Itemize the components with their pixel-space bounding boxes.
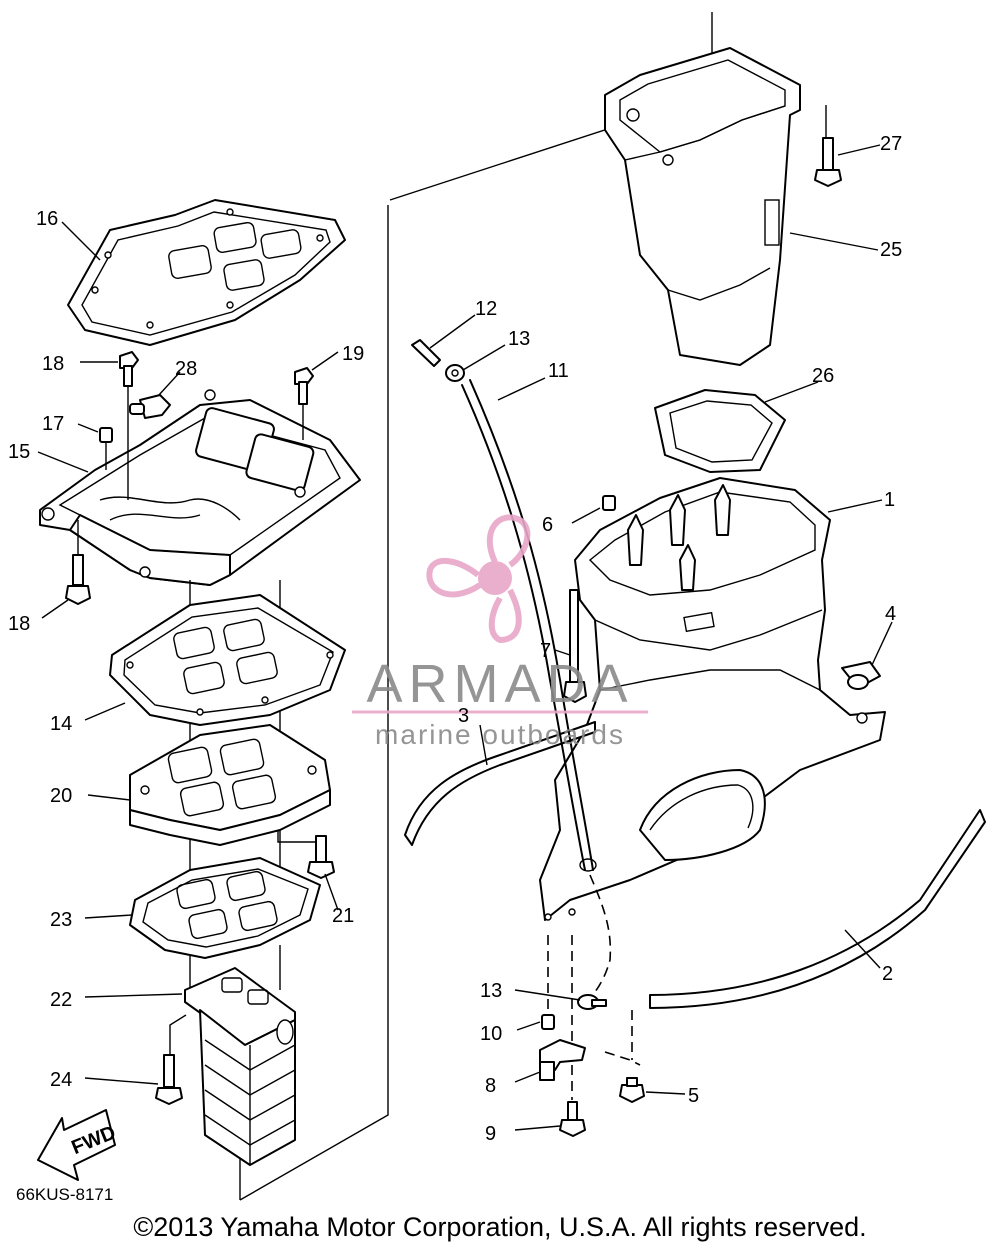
- callout-16: 17: [42, 413, 64, 435]
- gasket-14: [109, 594, 346, 726]
- callout-10: 10: [480, 1023, 502, 1045]
- leader-lines: [37, 144, 893, 1131]
- watermark-brand: ARMADA: [366, 654, 633, 714]
- copyright-notice: ©2013 Yamaha Motor Corporation, U.S.A. A…: [133, 1212, 867, 1242]
- callout-8: 8: [485, 1075, 496, 1097]
- seal-strip-3: [404, 721, 596, 846]
- callout-13-top: 13: [508, 328, 530, 350]
- seal-26: [654, 389, 786, 473]
- bolt-7: [563, 589, 587, 703]
- upper-casing-1: [539, 477, 886, 921]
- callout-5: 5: [688, 1085, 699, 1107]
- clamp-13-top: [445, 364, 465, 382]
- callout-17: 16: [36, 208, 58, 230]
- dowel-10: [541, 1014, 555, 1030]
- callout-27: 27: [880, 133, 902, 155]
- bolt-21: [307, 835, 335, 879]
- callout-24: 24: [50, 1069, 72, 1091]
- callout-7: 7: [540, 640, 551, 662]
- dowel-6: [602, 495, 616, 511]
- diagram-part-code: 66KUS-8171: [16, 1185, 114, 1204]
- callout-labels: 16 18 19 28 17 15 18 14 20 21 23 22 24 1…: [8, 133, 902, 1145]
- callout-15: 15: [8, 441, 30, 463]
- callout-19: 19: [342, 343, 364, 365]
- callout-11: 11: [548, 360, 569, 382]
- upper-casing-25: [604, 47, 801, 366]
- callout-18-top: 18: [42, 353, 64, 375]
- bolt-18-top: [119, 351, 139, 500]
- exhaust-manifold-20: [129, 724, 331, 846]
- fitting-28: [129, 394, 171, 419]
- callout-13-bottom: 13: [480, 980, 502, 1002]
- callout-23: 23: [50, 909, 72, 931]
- callout-22: 22: [50, 989, 72, 1011]
- exhaust-guide-15: [39, 389, 361, 586]
- bolt-5: [604, 1051, 645, 1103]
- bracket-8: [539, 1039, 586, 1081]
- grommet-4: [841, 661, 881, 690]
- dowel-16: [99, 427, 113, 470]
- callout-9: 9: [485, 1123, 496, 1145]
- callout-26: 26: [812, 365, 834, 387]
- callout-12: 12: [475, 298, 497, 320]
- gasket-17: [67, 199, 346, 346]
- exhaust-pipe-22: [184, 967, 296, 1166]
- callout-14: 14: [50, 713, 72, 735]
- callout-20: 20: [50, 785, 72, 807]
- watermark-tagline: marine outboards: [375, 719, 625, 750]
- callout-25: 25: [880, 239, 902, 261]
- callout-3: 3: [458, 705, 469, 727]
- bolt-18-bottom: [65, 520, 91, 605]
- gasket-23: [129, 857, 321, 959]
- bolt-9: [559, 1101, 586, 1137]
- propeller-logo-icon: [426, 514, 531, 644]
- fitting-12: [411, 339, 441, 367]
- callout-21: 21: [332, 905, 354, 927]
- fwd-arrow: FWD: [37, 1109, 119, 1181]
- bolt-19: [294, 367, 314, 440]
- callout-28: 28: [175, 358, 197, 380]
- exploded-view-drawing: FWD: [8, 12, 986, 1201]
- armada-watermark: ARMADA marine outboards: [352, 514, 648, 750]
- seal-strip-2: [649, 809, 986, 1009]
- callout-18-bottom: 18: [8, 613, 30, 635]
- callout-2: 2: [882, 963, 893, 985]
- clamp-13-bottom: [577, 994, 607, 1010]
- lower-guides: [547, 935, 633, 1100]
- callout-4: 4: [885, 603, 896, 625]
- bolt-24: [155, 1054, 183, 1105]
- bolt-27: [814, 137, 842, 187]
- hose-11: [461, 379, 612, 993]
- callout-6: 6: [542, 514, 553, 536]
- callout-1: 1: [884, 489, 895, 511]
